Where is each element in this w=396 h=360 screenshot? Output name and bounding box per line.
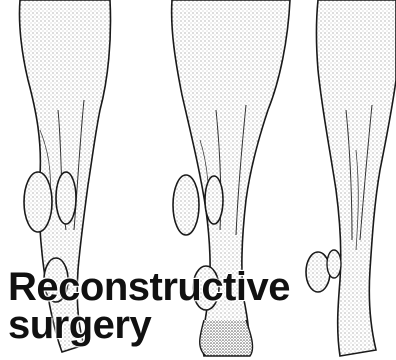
caption-title: Reconstructive surgery <box>8 268 290 344</box>
flap-ellipse <box>56 172 76 224</box>
caption-line-2: surgery <box>8 306 290 344</box>
flap-ellipse <box>173 175 199 235</box>
caption-line-1: Reconstructive <box>8 268 290 306</box>
flap-ellipse <box>306 252 330 292</box>
flap-ellipse <box>327 250 341 278</box>
flap-ellipse <box>24 172 52 232</box>
leg-right-outline <box>317 0 396 356</box>
leg-right <box>306 0 396 356</box>
flap-ellipse <box>205 176 223 224</box>
